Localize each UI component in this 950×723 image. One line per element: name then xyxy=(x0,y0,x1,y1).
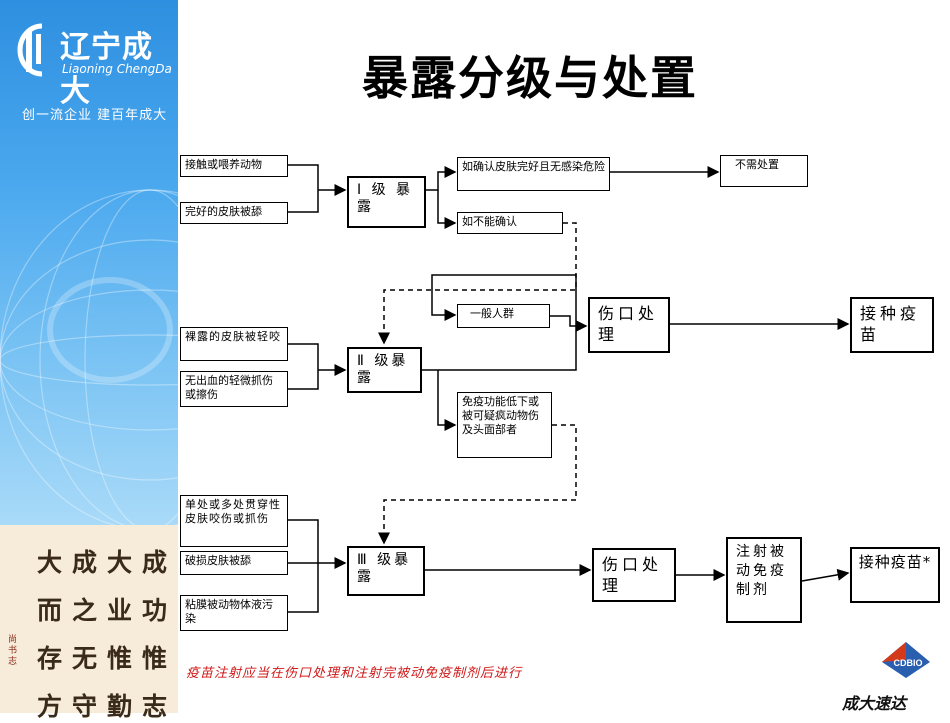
calligraphy-char: 之 xyxy=(71,596,97,625)
mucosa-contaminated-box: 粘膜被动物体液污染 xyxy=(180,595,288,631)
penetrating-bite-box: 单处或多处贯穿性皮肤咬伤或抓伤 xyxy=(180,495,288,547)
passive-immunization-box: 注射被动免疫制剂 xyxy=(726,537,802,623)
vaccinate-box-2: 接种疫苗* xyxy=(850,547,940,603)
globe-decoration xyxy=(0,189,178,525)
bare-skin-bitten-box: 裸露的皮肤被轻咬 xyxy=(180,327,288,361)
vaccinate-box-1: 接种疫苗 xyxy=(850,297,934,353)
calligraphy-char: 大 xyxy=(36,548,62,577)
calligraphy-char: 惟 xyxy=(106,644,132,673)
calligraphy-char: 而 xyxy=(36,596,62,625)
grade2-exposure-box: Ⅱ 级暴露 xyxy=(347,347,422,393)
calligraphy-char: 惟 xyxy=(141,644,167,673)
brand-name-en: Liaoning ChengDa xyxy=(62,62,172,76)
cdbio-logo-icon: CDBIO xyxy=(882,642,930,678)
cdbio-brand-text: 成大速达 xyxy=(842,694,907,713)
calligraphy-char: 成 xyxy=(71,548,97,577)
immunocompromised-box: 免疫功能低下或被可疑疯动物伤及头面部者 xyxy=(457,392,552,458)
calligraphy-panel: 大成大成而之业功存无惟惟方守勤志 尚书志 xyxy=(0,525,178,721)
footnote: 疫苗注射应当在伤口处理和注射完被动免疫制剂后进行 xyxy=(186,666,523,681)
brand-slogan: 创一流企业 建百年成大 xyxy=(22,108,168,123)
wound-treatment-box-2: 伤口处理 xyxy=(592,548,676,602)
grade3-exposure-box: Ⅲ 级暴露 xyxy=(347,546,425,596)
calligraphy-seal: 尚书志 xyxy=(8,635,18,667)
contact-feeding-box: 接触或喂养动物 xyxy=(180,155,288,177)
calligraphy-char: 无 xyxy=(71,644,97,673)
broken-skin-licked-box: 破损皮肤被舔 xyxy=(180,551,288,575)
no-bleeding-scratch-box: 无出血的轻微抓伤或擦伤 xyxy=(180,371,288,407)
confirm-intact-box: 如确认皮肤完好且无感染危险 xyxy=(457,157,610,191)
calligraphy-char: 功 xyxy=(141,596,167,625)
cdbio-badge-text: CDBIO xyxy=(894,658,923,668)
no-treatment-box: 不需处置 xyxy=(720,155,808,187)
wound-treatment-box-1: 伤口处理 xyxy=(588,297,670,353)
intact-skin-licked-box: 完好的皮肤被舔 xyxy=(180,202,288,224)
cannot-confirm-box: 如不能确认 xyxy=(457,212,563,234)
calligraphy-char: 成 xyxy=(141,548,167,577)
calligraphy-char: 业 xyxy=(106,596,132,625)
grade1-exposure-box: Ⅰ 级 暴露 xyxy=(347,176,426,228)
page-title: 暴露分级与处置 xyxy=(362,51,698,105)
calligraphy-char: 存 xyxy=(36,644,62,673)
calligraphy-text: 大成大成而之业功存无惟惟方守勤志 xyxy=(32,543,172,723)
calligraphy-char: 大 xyxy=(106,548,132,577)
brand-name-cn: 辽宁成大 xyxy=(60,30,153,109)
chengda-logo-icon xyxy=(17,23,43,77)
general-population-box: 一般人群 xyxy=(457,304,550,328)
brand-sidebar: 辽宁成大 Liaoning ChengDa 创一流企业 建百年成大 xyxy=(0,0,178,525)
